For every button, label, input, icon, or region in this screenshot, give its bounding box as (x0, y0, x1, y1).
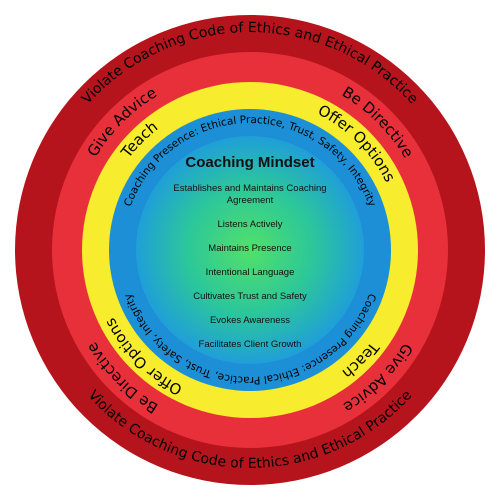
center-item: Intentional Language (206, 267, 295, 278)
center-circle (136, 136, 364, 364)
center-item: Agreement (227, 195, 274, 206)
center-item: Maintains Presence (208, 243, 291, 254)
center-title: Coaching Mindset (185, 154, 314, 171)
center-item: Establishes and Maintains Coaching (173, 183, 326, 194)
center-item: Evokes Awareness (210, 315, 290, 326)
center-item: Cultivates Trust and Safety (193, 291, 307, 302)
center-item: Listens Actively (218, 219, 283, 230)
center-item: Facilitates Client Growth (199, 339, 302, 350)
